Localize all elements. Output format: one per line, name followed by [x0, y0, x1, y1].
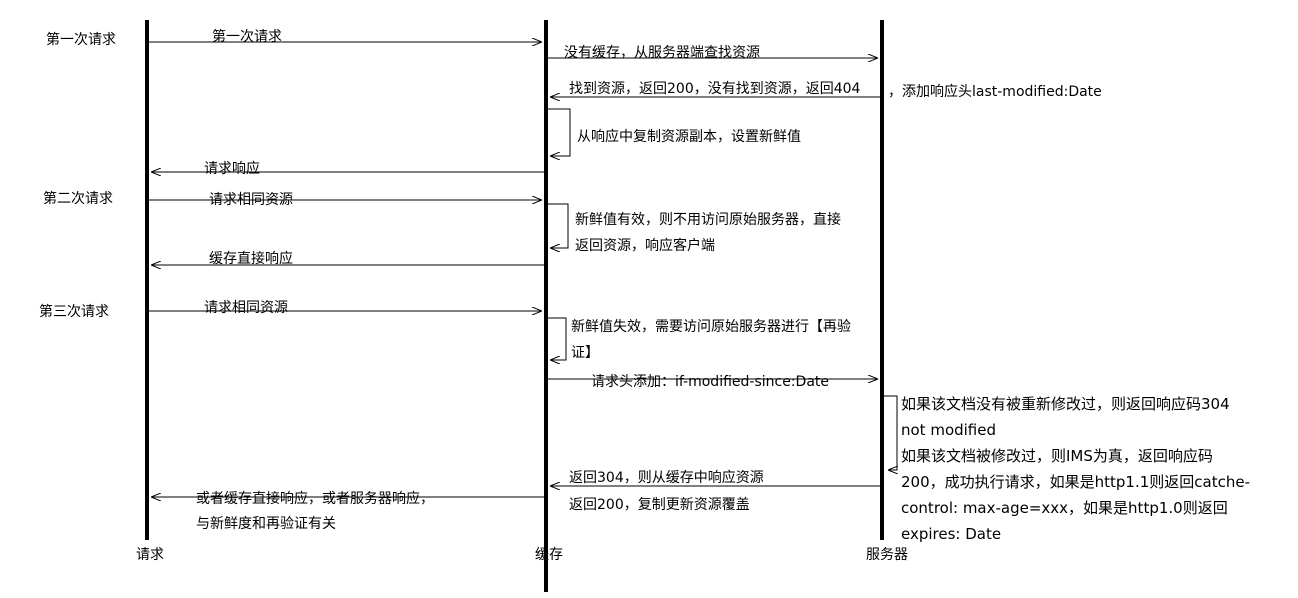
server-line-3: 如果该文档被修改过，则IMS为真，返回响应码 [901, 447, 1213, 465]
msg-fresh-line2: 返回资源，响应客户端 [575, 238, 715, 254]
msg-stale-line1: 新鲜值失效，需要访问原始服务器进行【再验 [571, 319, 851, 335]
msg-copy-resource: 从响应中复制资源副本，设置新鲜值 [577, 129, 801, 145]
client-label: 请求 [136, 547, 164, 563]
phase-third-label: 第三次请求 [39, 304, 109, 320]
server-line-1: 如果该文档没有被重新修改过，则返回响应码304 [901, 395, 1230, 413]
msg-fresh-line1: 新鲜值有效，则不用访问原始服务器，直接 [575, 212, 841, 228]
self-loop-fresh [548, 203, 569, 248]
server-label: 服务器 [866, 547, 908, 563]
cache-label: 缓存 [535, 547, 563, 563]
server-validation-block: 如果该文档没有被重新修改过，则返回响应码304 not modified 如果该… [901, 391, 1250, 547]
msg-final-line1: 或者缓存直接响应，或者服务器响应， [196, 491, 434, 507]
self-loop-stale [548, 317, 567, 360]
msg-first-request: 第一次请求 [212, 29, 282, 45]
msg-same-resource-2: 请求相同资源 [209, 192, 293, 208]
server-line-6: expires: Date [901, 525, 1002, 543]
msg-cache-direct: 缓存直接响应 [209, 251, 293, 267]
msg-same-resource-3: 请求相同资源 [204, 300, 288, 316]
self-loop-server [884, 395, 897, 470]
msg-found-resource: 找到资源，返回200，没有找到资源，返回404 [569, 81, 861, 97]
server-line-2: not modified [901, 421, 997, 439]
msg-request-response: 请求响应 [204, 161, 260, 177]
msg-return-200: 返回200，复制更新资源覆盖 [569, 497, 750, 513]
msg-return-304: 返回304，则从缓存中响应资源 [569, 470, 764, 486]
msg-add-header: ，添加响应头last-modified:Date [888, 84, 1102, 100]
self-loop-copy [548, 108, 571, 156]
phase-second-label: 第二次请求 [43, 191, 113, 207]
msg-no-cache: 没有缓存，从服务器端查找资源 [564, 45, 760, 61]
msg-final-line2: 与新鲜度和再验证有关 [196, 516, 336, 532]
msg-stale-line2: 证】 [571, 345, 599, 361]
phase-first-label: 第一次请求 [46, 32, 116, 48]
server-line-5: control: max-age=xxx，如果是http1.0则返回 [901, 499, 1228, 517]
server-line-4: 200，成功执行请求，如果是http1.1则返回catche- [901, 473, 1250, 491]
msg-ims-header: 请求头添加：if-modified-since:Date [591, 374, 829, 390]
